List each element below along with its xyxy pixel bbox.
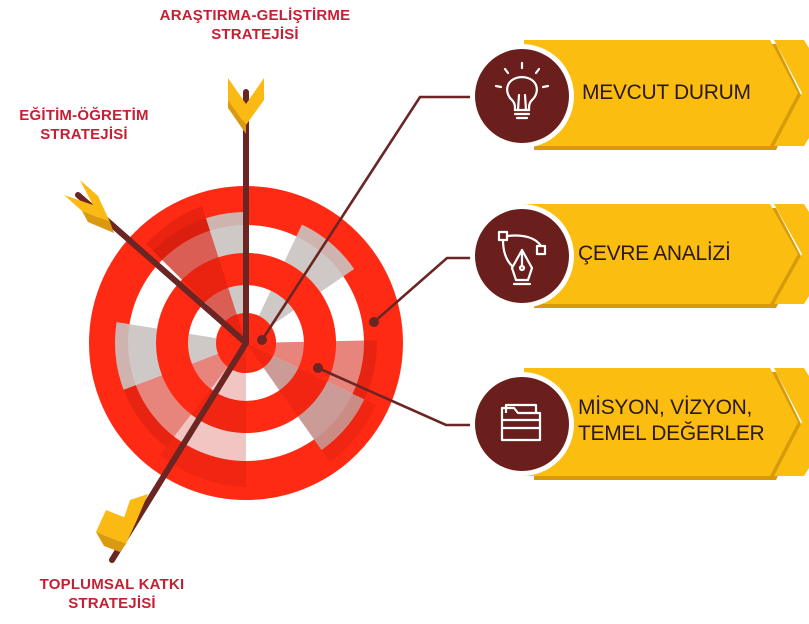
- label-line: STRATEJİSİ: [211, 26, 299, 43]
- ribbon-label-mevcut-durum: MEVCUT DURUM: [582, 80, 751, 106]
- arrow-fletching-shadow: [228, 100, 246, 134]
- label-line: TOPLUMSAL KATKI: [39, 576, 185, 593]
- badge-circle: [475, 377, 569, 471]
- ribbon-label-misyon: MİSYON, VİZYON, TEMEL DEĞERLER: [578, 395, 765, 447]
- ribbon-tail: [774, 40, 809, 146]
- lightbulb-icon: [494, 61, 550, 120]
- target-wedge-shade: [146, 206, 246, 343]
- connector-mevcut-durum: [260, 95, 482, 341]
- folder-icon: [500, 403, 542, 442]
- arrow-fletching: [64, 195, 110, 222]
- ribbon-body: [524, 204, 798, 304]
- ribbon-label-line: ÇEVRE ANALİZİ: [578, 242, 731, 265]
- ribbon-cevre-analizi: [524, 204, 809, 308]
- pen-tool-icon: [497, 230, 547, 286]
- arrow-fletching: [122, 494, 148, 524]
- badge-cevre-analizi: [470, 204, 574, 308]
- arrow-arastirma: [228, 78, 264, 346]
- ribbon-misyon: [524, 368, 809, 480]
- arrow-fletching-shadow: [96, 532, 126, 552]
- label-line: STRATEJİSİ: [68, 595, 156, 612]
- arrow-fletching: [80, 180, 110, 222]
- badge-mevcut-durum: [470, 44, 574, 148]
- ribbon-label-line: MEVCUT DURUM: [582, 81, 751, 104]
- badge-circle: [475, 49, 569, 143]
- ribbon-label-line: TEMEL DEĞERLER: [578, 422, 765, 445]
- label-egitim-ogretim: EĞİTİM-ÖĞRETİM STRATEJİSİ: [4, 106, 164, 144]
- ribbon-mevcut-durum: [524, 40, 809, 150]
- ribbon-label-cevre-analizi: ÇEVRE ANALİZİ: [578, 241, 731, 267]
- connector-dot: [369, 317, 379, 327]
- connector-dot: [257, 335, 267, 345]
- ribbon-body: [524, 368, 798, 476]
- arrow-fletching: [246, 78, 264, 125]
- label-toplumsal-katki: TOPLUMSAL KATKI STRATEJİSİ: [22, 575, 202, 613]
- ribbon-tail: [774, 368, 809, 476]
- ribbon-label-line: MİSYON, VİZYON,: [578, 396, 753, 419]
- label-line: EĞİTİM-ÖĞRETİM: [19, 107, 149, 124]
- arrow-toplumsal: [96, 340, 249, 563]
- arrow-egitim: [64, 180, 249, 346]
- arrow-fletching-shadow: [82, 211, 114, 233]
- label-line: STRATEJİSİ: [40, 126, 128, 143]
- target-wedge-shade: [246, 343, 376, 462]
- connector-dot: [313, 363, 323, 373]
- ribbon-tail: [774, 204, 809, 304]
- label-line: ARAŞTIRMA-GELİŞTİRME: [159, 7, 351, 24]
- arrow-fletching: [228, 78, 246, 125]
- ribbon-body: [524, 40, 798, 146]
- label-arastirma-gelistirme: ARAŞTIRMA-GELİŞTİRME STRATEJİSİ: [150, 6, 360, 44]
- badge-misyon: [470, 372, 574, 476]
